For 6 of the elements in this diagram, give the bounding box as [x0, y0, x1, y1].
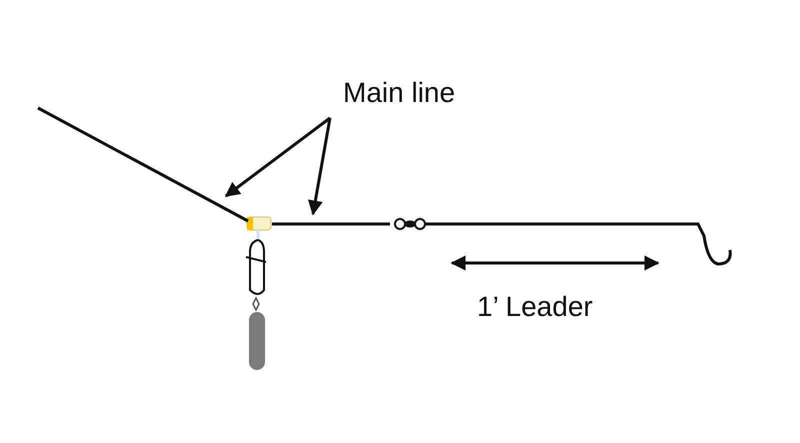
fishing-line — [272, 222, 390, 226]
callout-label: Main line — [343, 78, 456, 109]
leader-line — [308, 118, 332, 216]
dimension-label: 1’ Leader — [477, 292, 593, 323]
fishing-line — [37, 106, 249, 222]
leader-line — [224, 116, 331, 198]
